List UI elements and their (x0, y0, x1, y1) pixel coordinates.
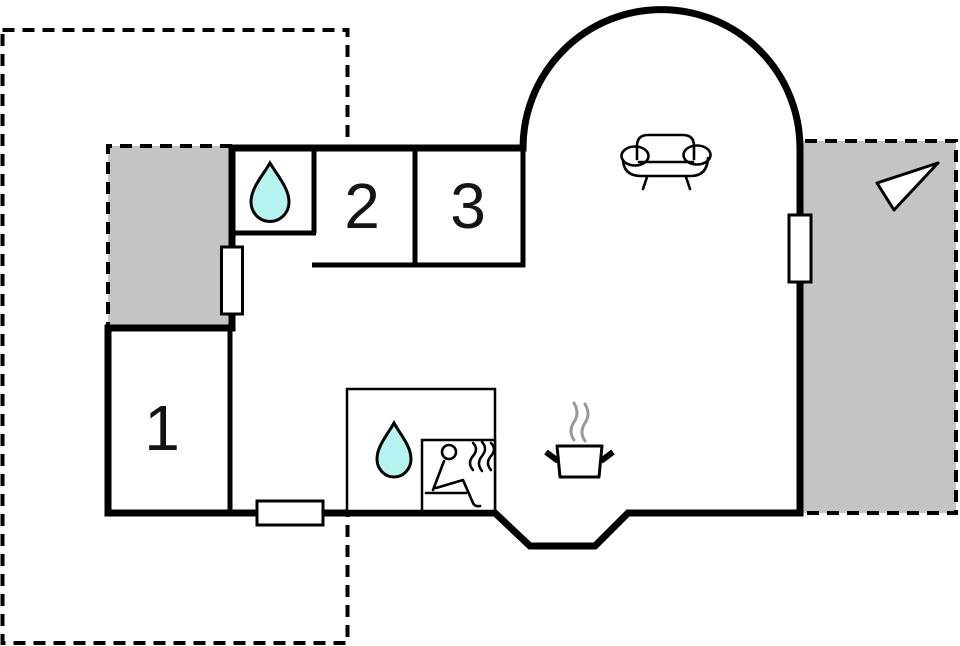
room-3-label: 3 (450, 170, 486, 242)
terrace-left-dark (108, 146, 232, 328)
sauna-cabin (420, 438, 497, 513)
window-left (220, 245, 244, 316)
steam-icon (569, 401, 590, 443)
north-arrow-icon (875, 161, 940, 212)
window-bottom (255, 499, 325, 527)
room-1-label: 1 (144, 392, 180, 464)
cooking-pot-icon (544, 444, 615, 479)
sauna-water-drop-icon (375, 419, 413, 479)
bathroom-water-drop-icon (249, 160, 291, 223)
terrace-left-dark-border (106, 144, 232, 328)
building-outline (104, 6, 804, 550)
sauna-person-icon (424, 443, 482, 508)
room-2-label: 2 (344, 170, 380, 242)
terrace-right-dark (801, 141, 956, 513)
heat-waves-icon (468, 440, 496, 473)
sofa-icon (620, 133, 712, 191)
window-right (787, 213, 813, 284)
